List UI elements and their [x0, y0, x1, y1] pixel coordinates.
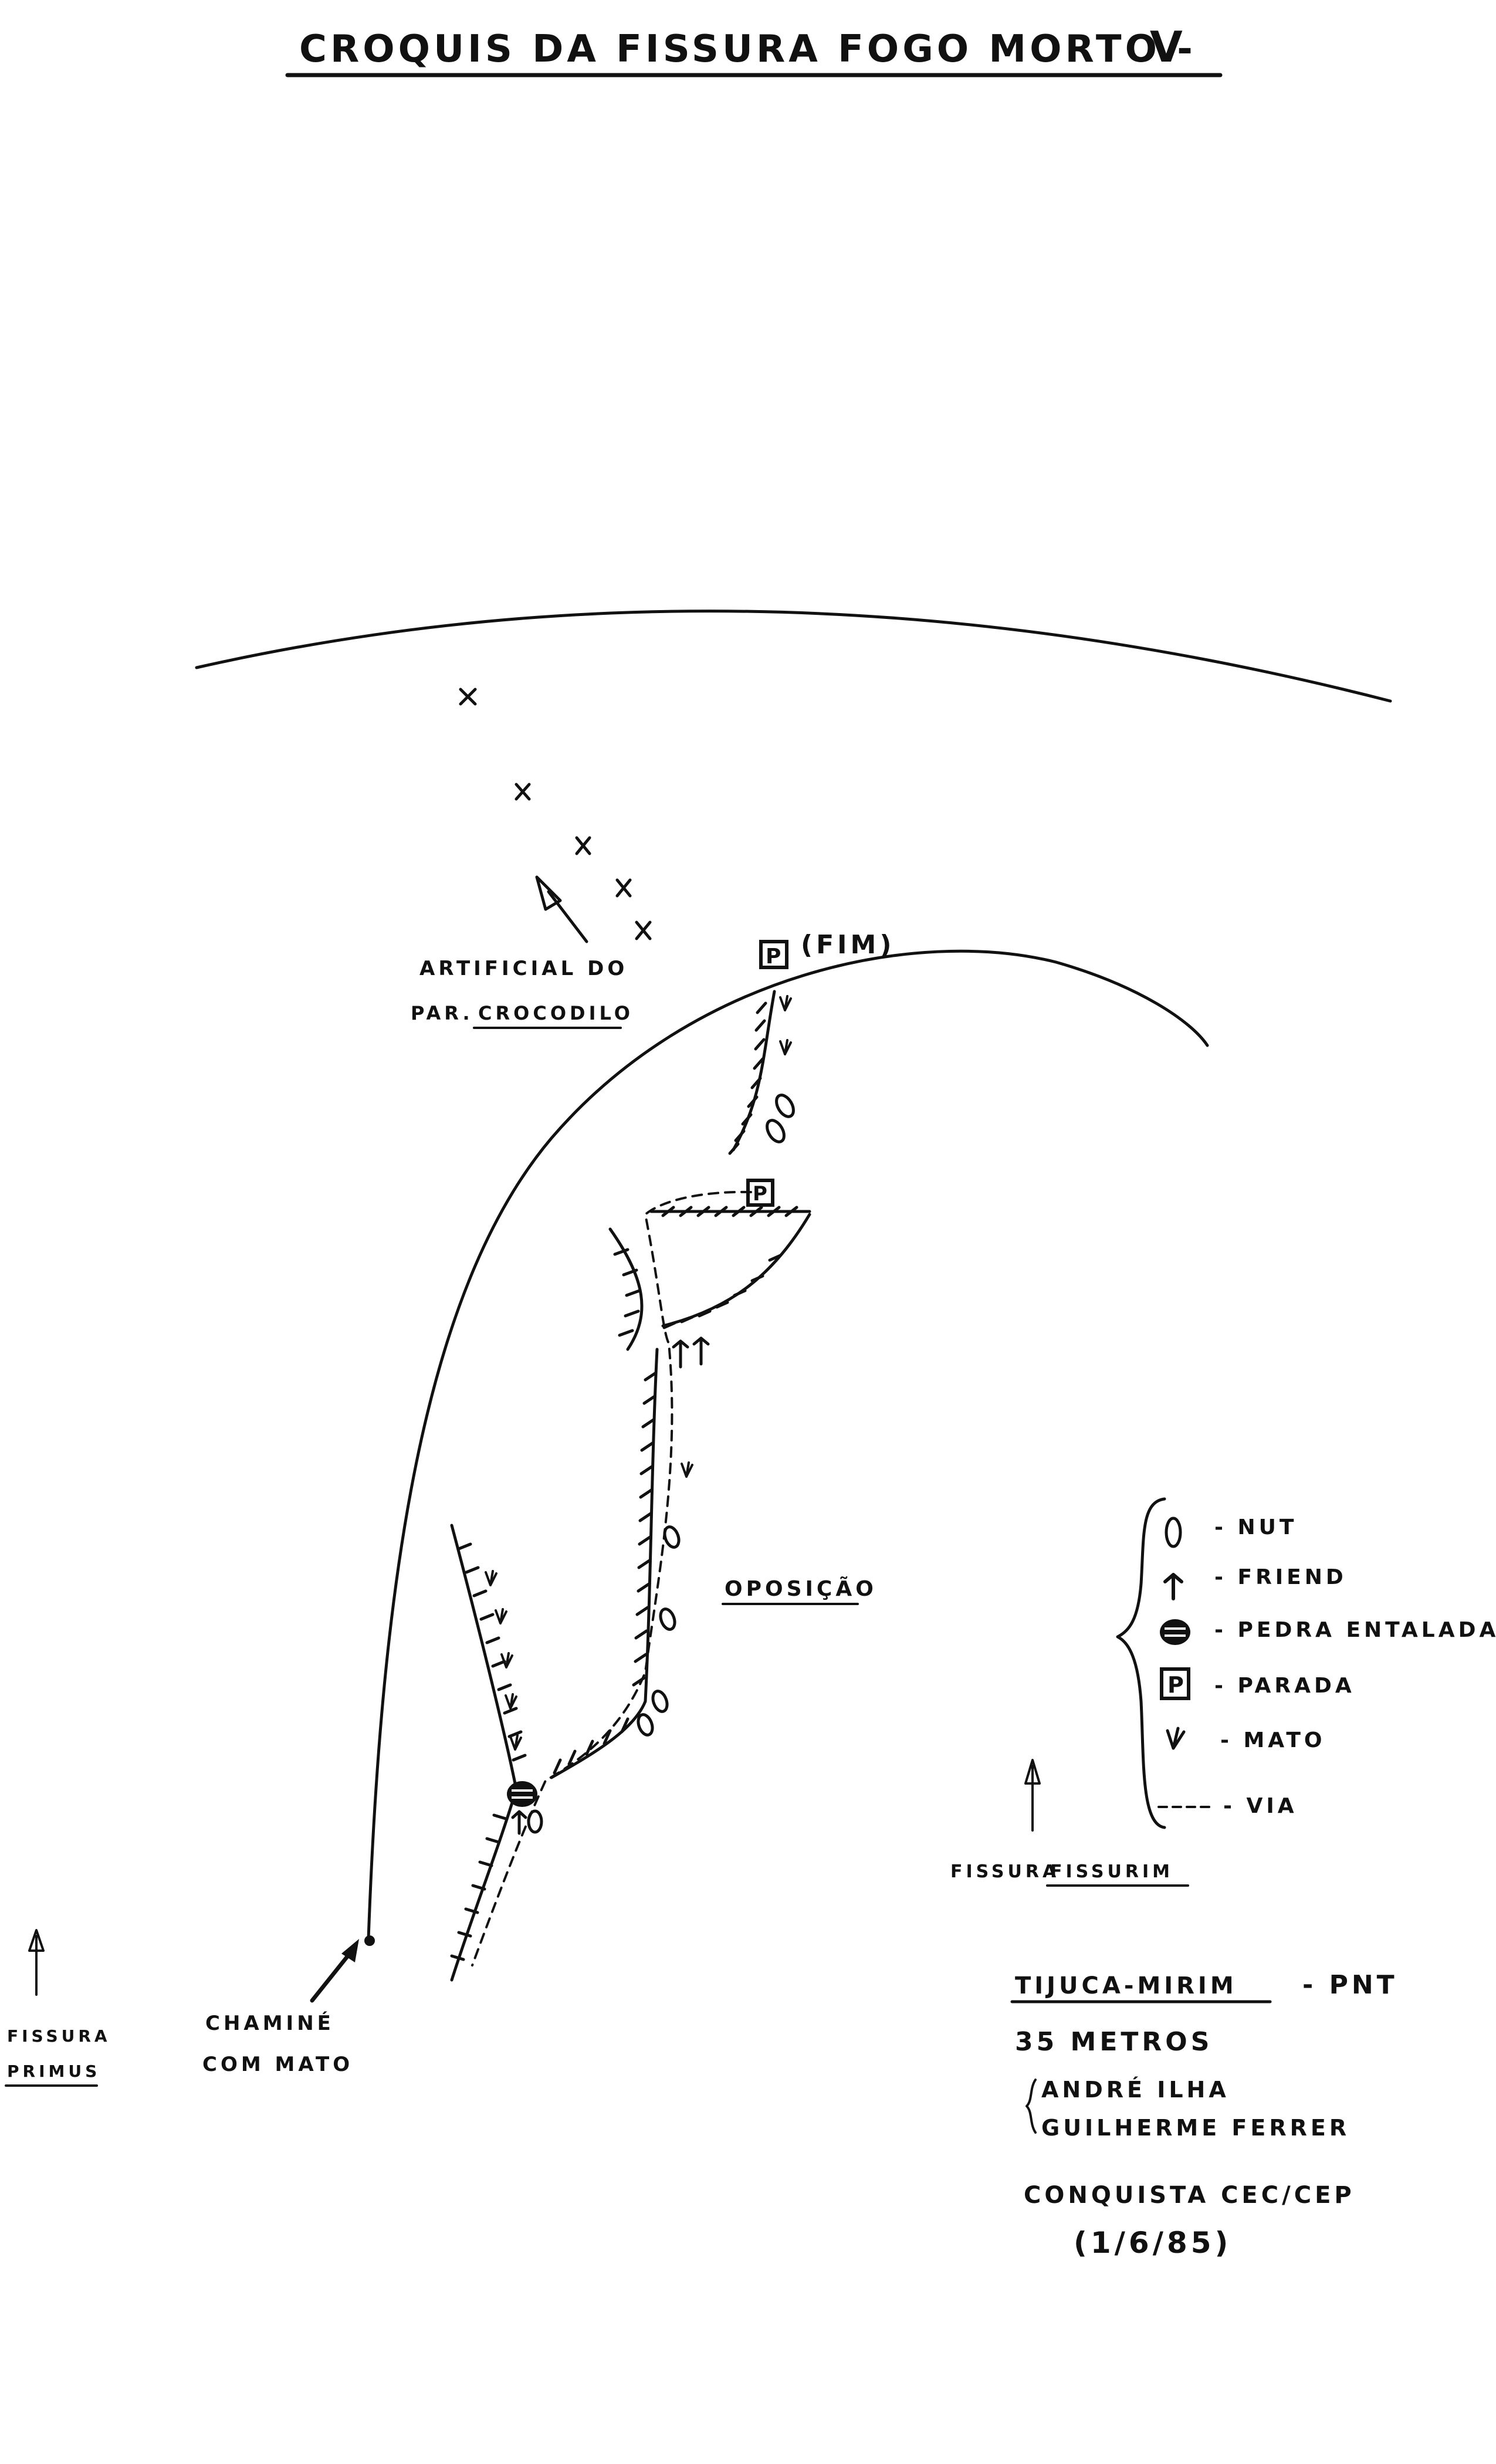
friend-icon [1163, 1573, 1183, 1600]
bolt-mark [635, 920, 652, 940]
crocodilo-label: CROCODILO [478, 1002, 634, 1024]
climber-1-label: ANDRÉ ILHA [1041, 2077, 1230, 2103]
primus-name-label: PRIMUS [7, 2062, 100, 2081]
grade-label: V [1150, 22, 1186, 72]
chimney-arrow-icon [310, 1939, 359, 2003]
main-crack [550, 1348, 659, 1779]
fissurim-prefix-label: FISSURA [950, 1861, 1060, 1882]
legend-chockstone-label: - PEDRA ENTALADA [1214, 1618, 1496, 1642]
date-label: (1/6/85) [1074, 2226, 1231, 2260]
legend-friend-label: - FRIEND [1214, 1565, 1347, 1589]
nut-icon [637, 1525, 681, 1737]
climbers-brace [1025, 2079, 1037, 2134]
park-label: - PNT [1302, 1970, 1398, 2000]
grass-icon [681, 1461, 693, 1478]
location-label: TIJUCA-MIRIM [1015, 1972, 1237, 1999]
end-label: (FIM) [801, 930, 895, 960]
chimney-end-dot [364, 1935, 375, 1946]
friend-icon [672, 1336, 710, 1369]
legend-route-label: - VIA [1223, 1794, 1298, 1818]
chockstone-icon [507, 1781, 537, 1807]
chimney-label: CHAMINÉ [205, 2011, 334, 2035]
dome-outline-line [367, 949, 1209, 1941]
summit-ridge-line [195, 610, 1392, 703]
legend-belay-label: - PARADA [1214, 1674, 1355, 1698]
svg-text:P: P [1167, 1672, 1184, 1698]
roof-overhang [649, 1206, 811, 1329]
primus-label: FISSURA [7, 2026, 111, 2046]
svg-text:P: P [753, 1182, 767, 1206]
belay-icon-middle: P [746, 1179, 774, 1207]
bolt-mark [615, 878, 632, 898]
topo-title: CROQUIS DA FISSURA FOGO MORTO - [299, 28, 1196, 71]
nut-icon [766, 1094, 795, 1143]
left-crack [450, 1524, 527, 1982]
left-flake [608, 1227, 644, 1351]
conquest-label: CONQUISTA CEC/CEP [1024, 2182, 1355, 2209]
belay-icon: P [1160, 1667, 1190, 1700]
friend-icon [511, 1810, 527, 1835]
fissurim-arrow-icon [1024, 1759, 1041, 1832]
svg-text:P: P [766, 945, 781, 969]
artificial-par-label: PAR. [411, 1002, 473, 1024]
chockstone-icon [1160, 1619, 1190, 1645]
aid-bolts [459, 688, 652, 940]
route-line [471, 1190, 752, 1967]
bolt-mark [515, 783, 531, 801]
route-info: TIJUCA-MIRIM - PNT 35 METROS ANDRÉ ILHA … [1010, 1970, 1398, 2260]
legend-grass-label: - MATO [1220, 1728, 1326, 1752]
fissurim-label: FISSURIM [1050, 1861, 1173, 1882]
grass-icon [1166, 1727, 1186, 1750]
legend-brace [1116, 1497, 1166, 1829]
belay-icon-top: P [759, 940, 788, 969]
nut-icon [1165, 1517, 1182, 1548]
grass-icon [485, 1570, 522, 1751]
artificial-arrow-icon [535, 875, 588, 943]
chimney-label-2: COM MATO [202, 2053, 353, 2076]
oposicao-label: OPOSIÇÃO [725, 1576, 877, 1601]
legend-nut-label: - NUT [1214, 1515, 1297, 1539]
climber-2-label: GUILHERME FERRER [1041, 2115, 1350, 2141]
grass-icon [779, 995, 792, 1055]
primus-arrow-icon [28, 1929, 45, 1996]
nut-icon [527, 1809, 543, 1834]
legend: - NUT - FRIEND - PEDRA ENTALADA P - PARA… [1116, 1497, 1496, 1829]
length-label: 35 METROS [1015, 2027, 1213, 2057]
upper-crack [728, 990, 776, 1155]
bolt-mark [575, 836, 591, 855]
bolt-mark [459, 688, 477, 706]
artificial-label: ARTIFICIAL DO [419, 957, 628, 980]
